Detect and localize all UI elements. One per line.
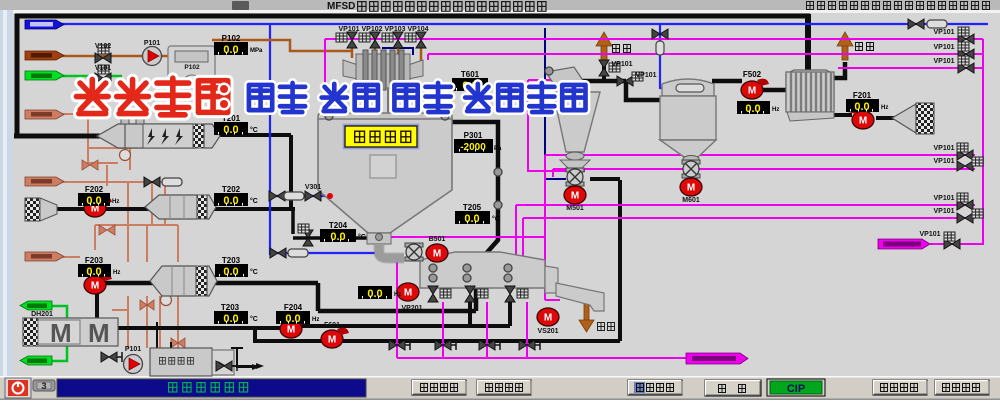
svg-text:M: M <box>88 318 110 348</box>
svg-text:Hz: Hz <box>772 107 779 113</box>
svg-text:P101: P101 <box>144 40 160 47</box>
svg-text:0.0: 0.0 <box>86 195 101 207</box>
svg-text:F204: F204 <box>284 303 303 312</box>
svg-text:P102: P102 <box>222 34 241 43</box>
svg-text:M: M <box>50 318 72 348</box>
svg-text:°C: °C <box>250 126 258 134</box>
svg-text:Pa: Pa <box>494 146 502 152</box>
svg-text:VP101: VP101 <box>933 145 954 152</box>
svg-text:VP101: VP101 <box>933 208 954 215</box>
svg-text:0.0: 0.0 <box>854 101 869 113</box>
svg-text:Hz: Hz <box>312 317 319 323</box>
svg-text:V301: V301 <box>305 184 321 191</box>
svg-text:P101: P101 <box>125 346 141 353</box>
svg-text:VP102: VP102 <box>361 26 382 33</box>
svg-text:Hz: Hz <box>881 105 888 111</box>
svg-text:0.0: 0.0 <box>285 313 300 325</box>
svg-text:T201: T201 <box>222 114 241 123</box>
svg-text:VS201: VS201 <box>537 328 558 335</box>
svg-text:M501: M501 <box>566 205 584 212</box>
svg-text:VP101: VP101 <box>611 61 632 68</box>
svg-text:°C: °C <box>250 315 258 323</box>
svg-text:0.0: 0.0 <box>330 231 345 243</box>
svg-text:DH201: DH201 <box>31 311 53 318</box>
svg-text:0.0: 0.0 <box>745 103 760 115</box>
svg-text:0.0: 0.0 <box>223 124 238 136</box>
svg-text:F203: F203 <box>85 256 104 265</box>
svg-text:VP101: VP101 <box>635 72 656 79</box>
svg-text:°C: °C <box>250 197 258 205</box>
svg-text:VP201: VP201 <box>401 305 422 312</box>
svg-text:V102: V102 <box>95 43 111 50</box>
svg-text:°C: °C <box>250 268 258 276</box>
svg-text:Hz: Hz <box>113 270 120 276</box>
svg-text:B501: B501 <box>429 236 446 243</box>
svg-text:T202: T202 <box>222 185 241 194</box>
svg-text:M601: M601 <box>682 197 700 204</box>
svg-text:0.0: 0.0 <box>223 44 238 56</box>
svg-text:F201: F201 <box>853 91 872 100</box>
svg-text:0.0: 0.0 <box>223 313 238 325</box>
svg-text:P102: P102 <box>184 64 200 71</box>
svg-text:VP101: VP101 <box>933 58 954 65</box>
svg-text:VP101: VP101 <box>933 29 954 36</box>
svg-text:0.0: 0.0 <box>223 195 238 207</box>
svg-text:°C: °C <box>358 233 366 241</box>
svg-text:T205: T205 <box>463 203 482 212</box>
svg-text:3: 3 <box>41 381 46 391</box>
svg-text:T203: T203 <box>221 303 240 312</box>
svg-text:P301: P301 <box>464 131 483 140</box>
svg-text:VP101: VP101 <box>338 26 359 33</box>
svg-text:-2000: -2000 <box>460 142 486 153</box>
svg-text:T204: T204 <box>329 221 348 230</box>
svg-text:°C: °C <box>492 215 500 223</box>
svg-text:T601: T601 <box>461 70 480 79</box>
svg-text:Hz: Hz <box>394 292 401 298</box>
svg-text:VP101: VP101 <box>933 195 954 202</box>
svg-text:Hz: Hz <box>112 199 119 205</box>
svg-text:VP101: VP101 <box>919 231 940 238</box>
svg-text:F601: F601 <box>324 322 340 329</box>
svg-text:T203: T203 <box>222 256 241 265</box>
svg-text:F202: F202 <box>85 185 104 194</box>
svg-text:0.0: 0.0 <box>367 288 382 300</box>
svg-text:CIP: CIP <box>787 383 805 395</box>
svg-text:MPa: MPa <box>250 48 263 54</box>
svg-text:F502: F502 <box>743 70 762 79</box>
svg-text:MFSD: MFSD <box>327 1 355 12</box>
svg-text:V101: V101 <box>95 65 111 72</box>
svg-text:VP101: VP101 <box>933 158 954 165</box>
svg-text:VP104: VP104 <box>407 26 428 33</box>
svg-text:0.0: 0.0 <box>86 266 101 278</box>
svg-text:VP101: VP101 <box>933 44 954 51</box>
svg-text:0.0: 0.0 <box>223 266 238 278</box>
svg-text:VP103: VP103 <box>384 26 405 33</box>
svg-text:0.0: 0.0 <box>464 213 479 225</box>
